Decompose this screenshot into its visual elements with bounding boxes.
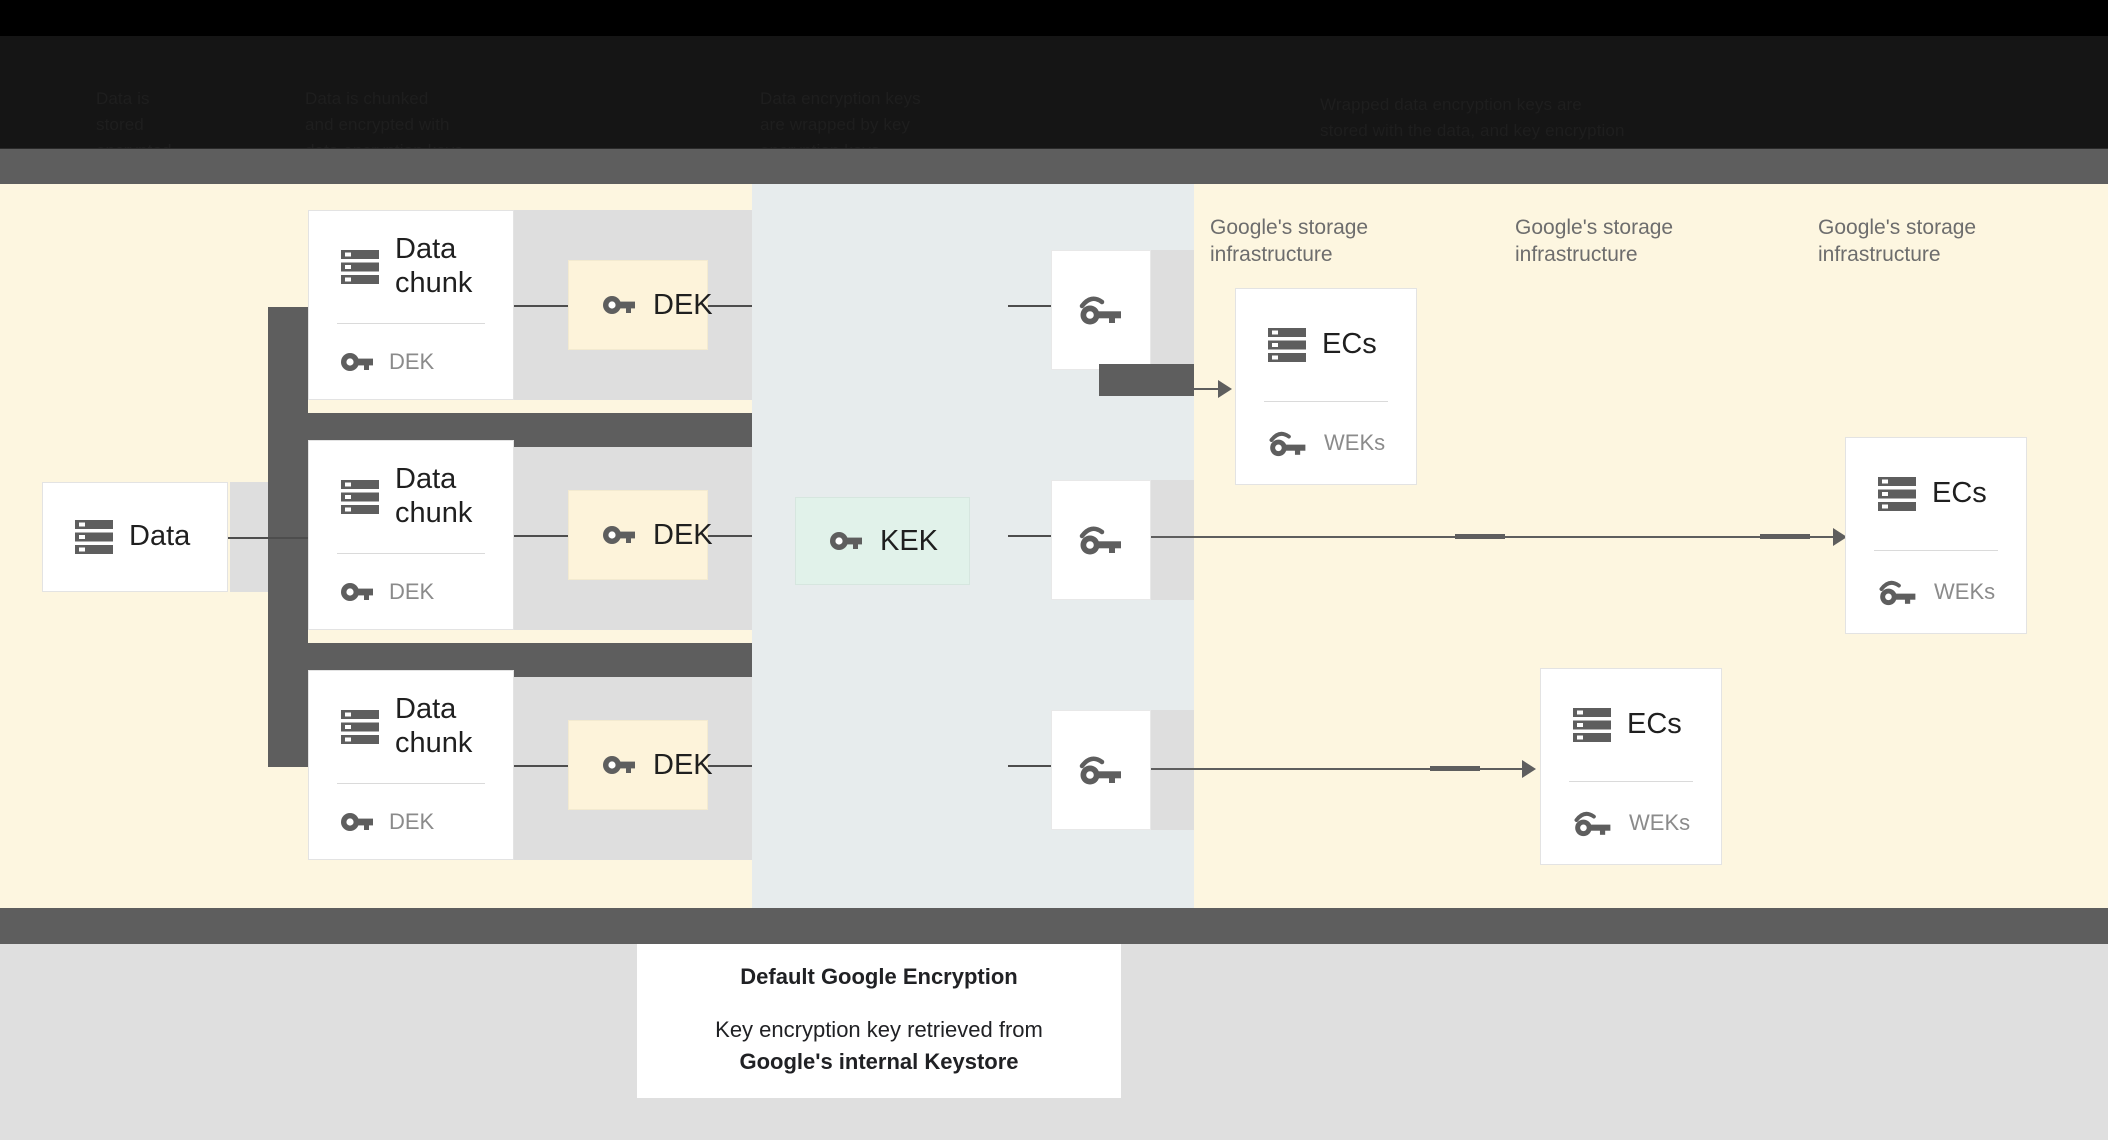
connector-dek2-out: [708, 535, 752, 537]
chunk-key-label: DEK: [389, 578, 435, 604]
card-ecs-1[interactable]: ECs WEKs: [1235, 288, 1417, 485]
card-divider: [337, 783, 485, 784]
dek-label: DEK: [653, 518, 713, 551]
arrow-line-1: [1194, 388, 1222, 390]
arrow-line-3: [1151, 768, 1531, 770]
ecs-key-label: WEKs: [1324, 430, 1386, 455]
key-icon: [341, 812, 373, 832]
caption-line-1: Key encryption key retrieved from: [715, 1017, 1043, 1043]
wrapped-key-icon: [1573, 810, 1613, 837]
chunk-key-label: DEK: [389, 348, 435, 374]
card-ecs-3[interactable]: ECs WEKs: [1540, 668, 1722, 865]
card-divider: [337, 323, 485, 324]
storage-label-2: Google's storage infrastructure: [1515, 216, 1674, 266]
database-icon: [75, 520, 113, 554]
key-icon: [603, 525, 635, 545]
arrow-head-2: [1833, 528, 1847, 546]
connector-chunk3-to-dek3: [514, 765, 568, 767]
wrapped-key-icon: [1268, 430, 1308, 457]
key-icon: [341, 352, 373, 372]
arrow-dash-2b: [1760, 534, 1810, 539]
card-divider: [337, 553, 485, 554]
header-dark-band: Data is stored encrypted Data is chunked…: [0, 36, 2108, 166]
header-underline: [0, 148, 2108, 149]
key-icon: [830, 531, 862, 551]
grey-band-bottom: [0, 908, 2108, 944]
database-icon: [1268, 328, 1306, 362]
arrow-head-3: [1522, 760, 1536, 778]
card-divider: [1569, 781, 1693, 782]
chunk-title: Data chunk: [395, 693, 473, 759]
dek-label: DEK: [653, 288, 713, 321]
keybox-dek-3[interactable]: DEK: [568, 720, 713, 810]
connector-source-to-bracket: [226, 537, 336, 539]
chunk-key-label: DEK: [389, 808, 435, 834]
keybox-dek-1[interactable]: DEK: [568, 260, 713, 350]
key-icon: [341, 582, 373, 602]
card-divider: [1874, 550, 1998, 551]
card-data-source[interactable]: Data: [42, 482, 228, 592]
card-divider: [1264, 401, 1388, 402]
connector-to-wrapped-key-2: [1008, 535, 1065, 537]
key-icon: [603, 295, 635, 315]
wrapped-key-icon: [1078, 525, 1124, 555]
database-icon: [1878, 477, 1916, 511]
ecs-key-label: WEKs: [1934, 579, 1996, 604]
wrapped-key-icon: [1878, 579, 1918, 606]
grey-band-top: [0, 149, 2108, 184]
storage-label-3: Google's storage infrastructure: [1818, 216, 1977, 266]
ecs-key-label: WEKs: [1629, 810, 1691, 835]
caption-title: Default Google Encryption: [740, 964, 1018, 990]
arrow-head-1: [1218, 380, 1232, 398]
ecs-title: ECs: [1322, 328, 1377, 361]
database-icon: [341, 250, 379, 284]
caption-card: Default Google Encryption Key encryption…: [637, 944, 1121, 1098]
connector-chunk2-to-dek2: [514, 535, 568, 537]
card-ecs-2[interactable]: ECs WEKs: [1845, 437, 2027, 634]
keytile-wrapped-key-3[interactable]: [1051, 710, 1151, 830]
connector-to-wrapped-key-1: [1008, 305, 1065, 307]
dek-label: DEK: [653, 748, 713, 781]
connector-block-wrapped-key-1: [1099, 364, 1194, 396]
wrapped-key-icon: [1078, 755, 1124, 785]
keybox-kek[interactable]: KEK: [795, 497, 970, 585]
keytile-wrapped-key-1[interactable]: [1051, 250, 1151, 370]
top-black-band: [0, 0, 2108, 36]
card-data-chunk-1[interactable]: Data chunk DEK: [308, 210, 514, 400]
database-icon: [341, 710, 379, 744]
key-icon: [603, 755, 635, 775]
storage-label-1: Google's storage infrastructure: [1210, 216, 1369, 266]
connector-chunk1-to-dek1: [514, 305, 568, 307]
ecs-title: ECs: [1932, 477, 1987, 510]
kek-label: KEK: [880, 524, 939, 557]
connector-dek1-out: [708, 305, 752, 307]
chunk-title: Data chunk: [395, 463, 473, 529]
chunk-title: Data chunk: [395, 233, 473, 299]
connector-dek3-out: [708, 765, 752, 767]
database-icon: [1573, 708, 1611, 742]
wrapped-key-icon: [1078, 295, 1124, 325]
data-source-label: Data: [129, 520, 191, 553]
connector-to-wrapped-key-3: [1008, 765, 1065, 767]
card-data-chunk-3[interactable]: Data chunk DEK: [308, 670, 514, 860]
caption-line-2: Google's internal Keystore: [739, 1049, 1019, 1074]
arrow-dash-2a: [1455, 534, 1505, 539]
arrow-dash-3: [1430, 766, 1480, 771]
keytile-wrapped-key-2[interactable]: [1051, 480, 1151, 600]
card-data-chunk-2[interactable]: Data chunk DEK: [308, 440, 514, 630]
database-icon: [341, 480, 379, 514]
keybox-dek-2[interactable]: DEK: [568, 490, 713, 580]
header-column-2-text: Data is chunked and encrypted with data …: [305, 89, 463, 160]
ecs-title: ECs: [1627, 708, 1682, 741]
